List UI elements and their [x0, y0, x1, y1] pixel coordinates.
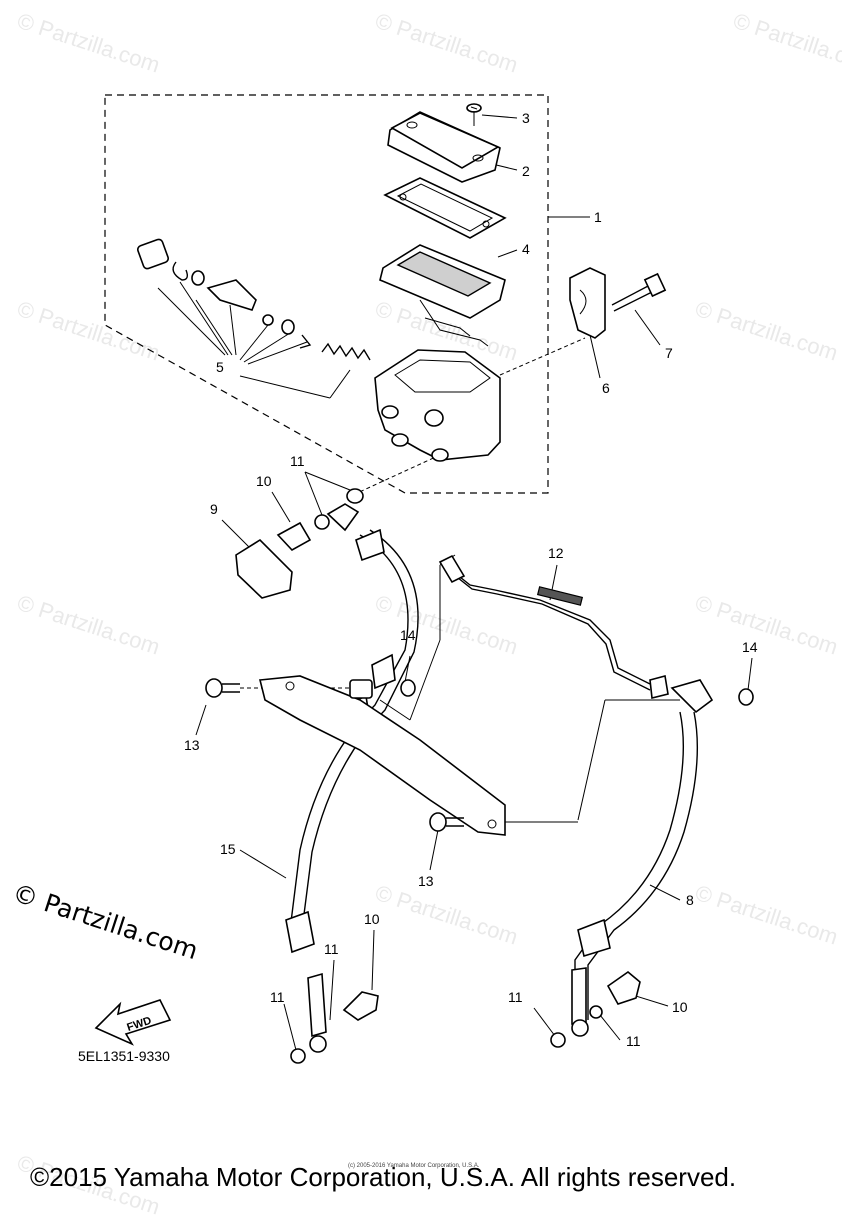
- assembly-boundary: [104, 94, 549, 494]
- callout-11: 11: [508, 989, 523, 1005]
- callout-14: 14: [400, 627, 416, 643]
- diaphragm: [379, 244, 506, 347]
- diaphragm-plate: [383, 177, 507, 239]
- callout-7: 7: [665, 345, 673, 361]
- brake-pipe: [438, 554, 669, 699]
- callout-labels: 3 2 1 4 7 6 5 11 10 9 12 14 14 13 13 15 …: [184, 110, 758, 1049]
- piston-kit: [137, 238, 371, 361]
- callout-2: 2: [522, 163, 530, 179]
- diagram-reference: 5EL1351-9330: [78, 1048, 170, 1064]
- callout-6: 6: [602, 380, 610, 396]
- reservoir-screw: [466, 103, 482, 126]
- lower-right-fittings: [550, 967, 641, 1048]
- callout-11: 11: [626, 1033, 641, 1049]
- callout-13: 13: [184, 737, 200, 753]
- callout-4: 4: [522, 241, 530, 257]
- callout-1: 1: [594, 209, 602, 225]
- callout-10: 10: [672, 999, 688, 1015]
- copyright-notice: ©2015 Yamaha Motor Corporation, U.S.A. A…: [30, 1162, 737, 1192]
- callout-11: 11: [270, 989, 285, 1005]
- fwd-arrow-icon: FWD: [94, 999, 172, 1046]
- callout-10: 10: [256, 473, 272, 489]
- holder-bracket: [569, 267, 606, 339]
- upper-banjo-fittings: [235, 488, 364, 599]
- brake-hose-8: [574, 679, 714, 1020]
- callout-10: 10: [364, 911, 380, 927]
- bracket-bolts: [205, 678, 464, 832]
- callout-11: 11: [324, 941, 339, 957]
- callout-12: 12: [548, 545, 564, 561]
- callout-14: 14: [742, 639, 758, 655]
- holder-bolt: [611, 272, 667, 312]
- callout-13: 13: [418, 873, 434, 889]
- callout-9: 9: [210, 501, 218, 517]
- lower-left-fittings: [290, 972, 379, 1064]
- callout-5: 5: [216, 359, 224, 375]
- reservoir-cap: [387, 111, 501, 183]
- hose-bracket-plate: [258, 675, 506, 836]
- bracket-nuts: [400, 679, 754, 706]
- callout-3: 3: [522, 110, 530, 126]
- callout-15: 15: [220, 841, 236, 857]
- callout-11: 11: [290, 453, 305, 469]
- callout-8: 8: [686, 892, 694, 908]
- master-cylinder-body: [374, 349, 501, 462]
- small-print: (c) 2005-2016 Yamaha Motor Corporation, …: [348, 1163, 480, 1169]
